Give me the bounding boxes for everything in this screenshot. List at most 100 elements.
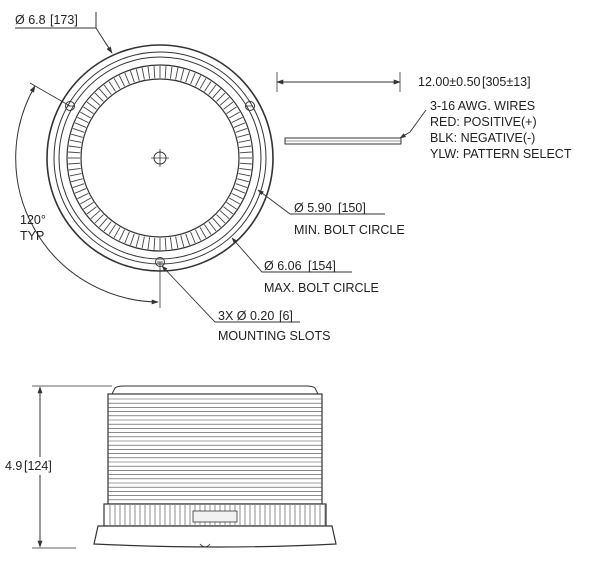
lens-rib <box>223 101 234 110</box>
wire-red: RED: POSITIVE(+) <box>430 115 537 129</box>
lens-rib <box>239 162 252 165</box>
lens-rib <box>164 237 167 250</box>
lens-rib <box>118 229 126 241</box>
lens-rib <box>83 106 94 114</box>
min-bolt-dia-mm: [150] <box>338 201 366 215</box>
angle-extension-line-2 <box>29 82 71 107</box>
lens-rib <box>190 231 196 244</box>
lens-rib <box>118 75 126 87</box>
height-value: 4.9 <box>5 459 22 473</box>
lens-rib <box>69 139 82 143</box>
wire-gauge: 3-16 AWG. WIRES <box>430 99 535 113</box>
lens-rib <box>185 233 191 246</box>
lens-rib <box>239 145 252 149</box>
lens-body <box>107 393 323 505</box>
lens-rib <box>194 229 202 241</box>
lens-rib <box>135 68 140 81</box>
height-label-bg <box>0 457 72 475</box>
max-bolt-label: MAX. BOLT CIRCLE <box>264 281 379 295</box>
max-bolt-leader <box>231 237 352 273</box>
lens-rib <box>83 202 94 210</box>
lens-rib <box>169 66 173 79</box>
lens-rib <box>124 231 130 244</box>
lens-rib <box>70 178 83 183</box>
slots-leader <box>161 265 300 323</box>
lens-rib <box>231 192 243 200</box>
lens-rib <box>153 237 156 250</box>
lens-rib <box>238 139 251 143</box>
lens-rib <box>212 88 222 99</box>
lens-rib <box>237 133 250 138</box>
lens-rib <box>98 88 108 99</box>
lens-rib <box>216 214 226 224</box>
lens-rib <box>90 210 101 220</box>
angle-arc <box>15 85 159 305</box>
top-view: Ø 6.8 [173] 120° TYP Ø 5.90 [150] MIN. B… <box>15 12 405 343</box>
lens-rib <box>212 217 222 228</box>
slots-label: MOUNTING SLOTS <box>218 329 331 343</box>
lens-rib <box>204 224 212 235</box>
mounting-base-flange <box>93 525 337 548</box>
wire-blk: BLK: NEGATIVE(-) <box>430 131 535 145</box>
wire-ylw: YLW: PATTERN SELECT <box>430 147 572 161</box>
lens-rib <box>219 210 230 220</box>
lens-rib <box>80 111 91 119</box>
diameter-mm: [173] <box>50 13 78 27</box>
lens-rib <box>235 127 248 133</box>
product-label <box>192 510 238 523</box>
lens-rib <box>180 68 185 81</box>
slots-qty: 3X Ø 0.20 <box>218 309 274 323</box>
lens-rib <box>237 178 250 183</box>
lens-rib <box>147 66 151 79</box>
lens-rib <box>70 133 83 138</box>
angle-typ: TYP <box>20 229 44 243</box>
lens-rib <box>72 127 85 133</box>
lens-rib <box>216 92 226 102</box>
lens-rib <box>74 122 87 128</box>
wire-length-mm: [305±13] <box>482 75 531 89</box>
min-bolt-dia: Ø 5.90 <box>294 201 332 215</box>
lens-rib <box>108 81 116 92</box>
lens-rib <box>108 224 116 235</box>
lens-rib <box>113 78 121 89</box>
lens-rib <box>175 67 179 80</box>
lens-rib <box>235 183 248 189</box>
max-bolt-dia-mm: [154] <box>308 259 336 273</box>
lens-rib <box>208 221 217 232</box>
lens-ridges <box>108 398 322 505</box>
wire-callout-leader <box>399 109 427 139</box>
lens-rib <box>86 206 97 215</box>
lens-rib <box>164 66 167 79</box>
min-bolt-leader <box>257 189 385 215</box>
height-mm: [124] <box>24 459 52 473</box>
mounting-slot-upper-right <box>245 101 255 111</box>
lens-rib <box>226 106 237 114</box>
lens-rib <box>86 101 97 110</box>
lens-rib <box>68 167 81 171</box>
lens-rib <box>223 206 234 215</box>
diameter-value: Ø 6.8 <box>15 13 46 27</box>
lens-rib <box>113 227 121 238</box>
lens-rib <box>69 173 82 177</box>
lens-rib <box>185 70 191 83</box>
lens-rib <box>72 183 85 189</box>
lens-rib <box>199 227 207 238</box>
lens-rib <box>77 192 89 200</box>
lens-rib <box>74 188 87 194</box>
lens-rib <box>233 188 246 194</box>
lens-rib <box>141 236 145 249</box>
lens-rib <box>238 173 251 177</box>
lens-rib <box>239 151 252 154</box>
lens-rib <box>80 197 91 205</box>
diameter-leader <box>95 12 113 54</box>
lens-rib <box>135 235 140 248</box>
side-view: 4.9 [124] <box>0 385 337 549</box>
lens-rib <box>229 111 240 119</box>
lens-rib <box>129 233 135 246</box>
lens-rib <box>141 67 145 80</box>
lens-rib <box>226 202 237 210</box>
lens-rib <box>153 66 156 79</box>
angle-value: 120° <box>20 213 46 227</box>
lens-rib <box>94 92 104 102</box>
